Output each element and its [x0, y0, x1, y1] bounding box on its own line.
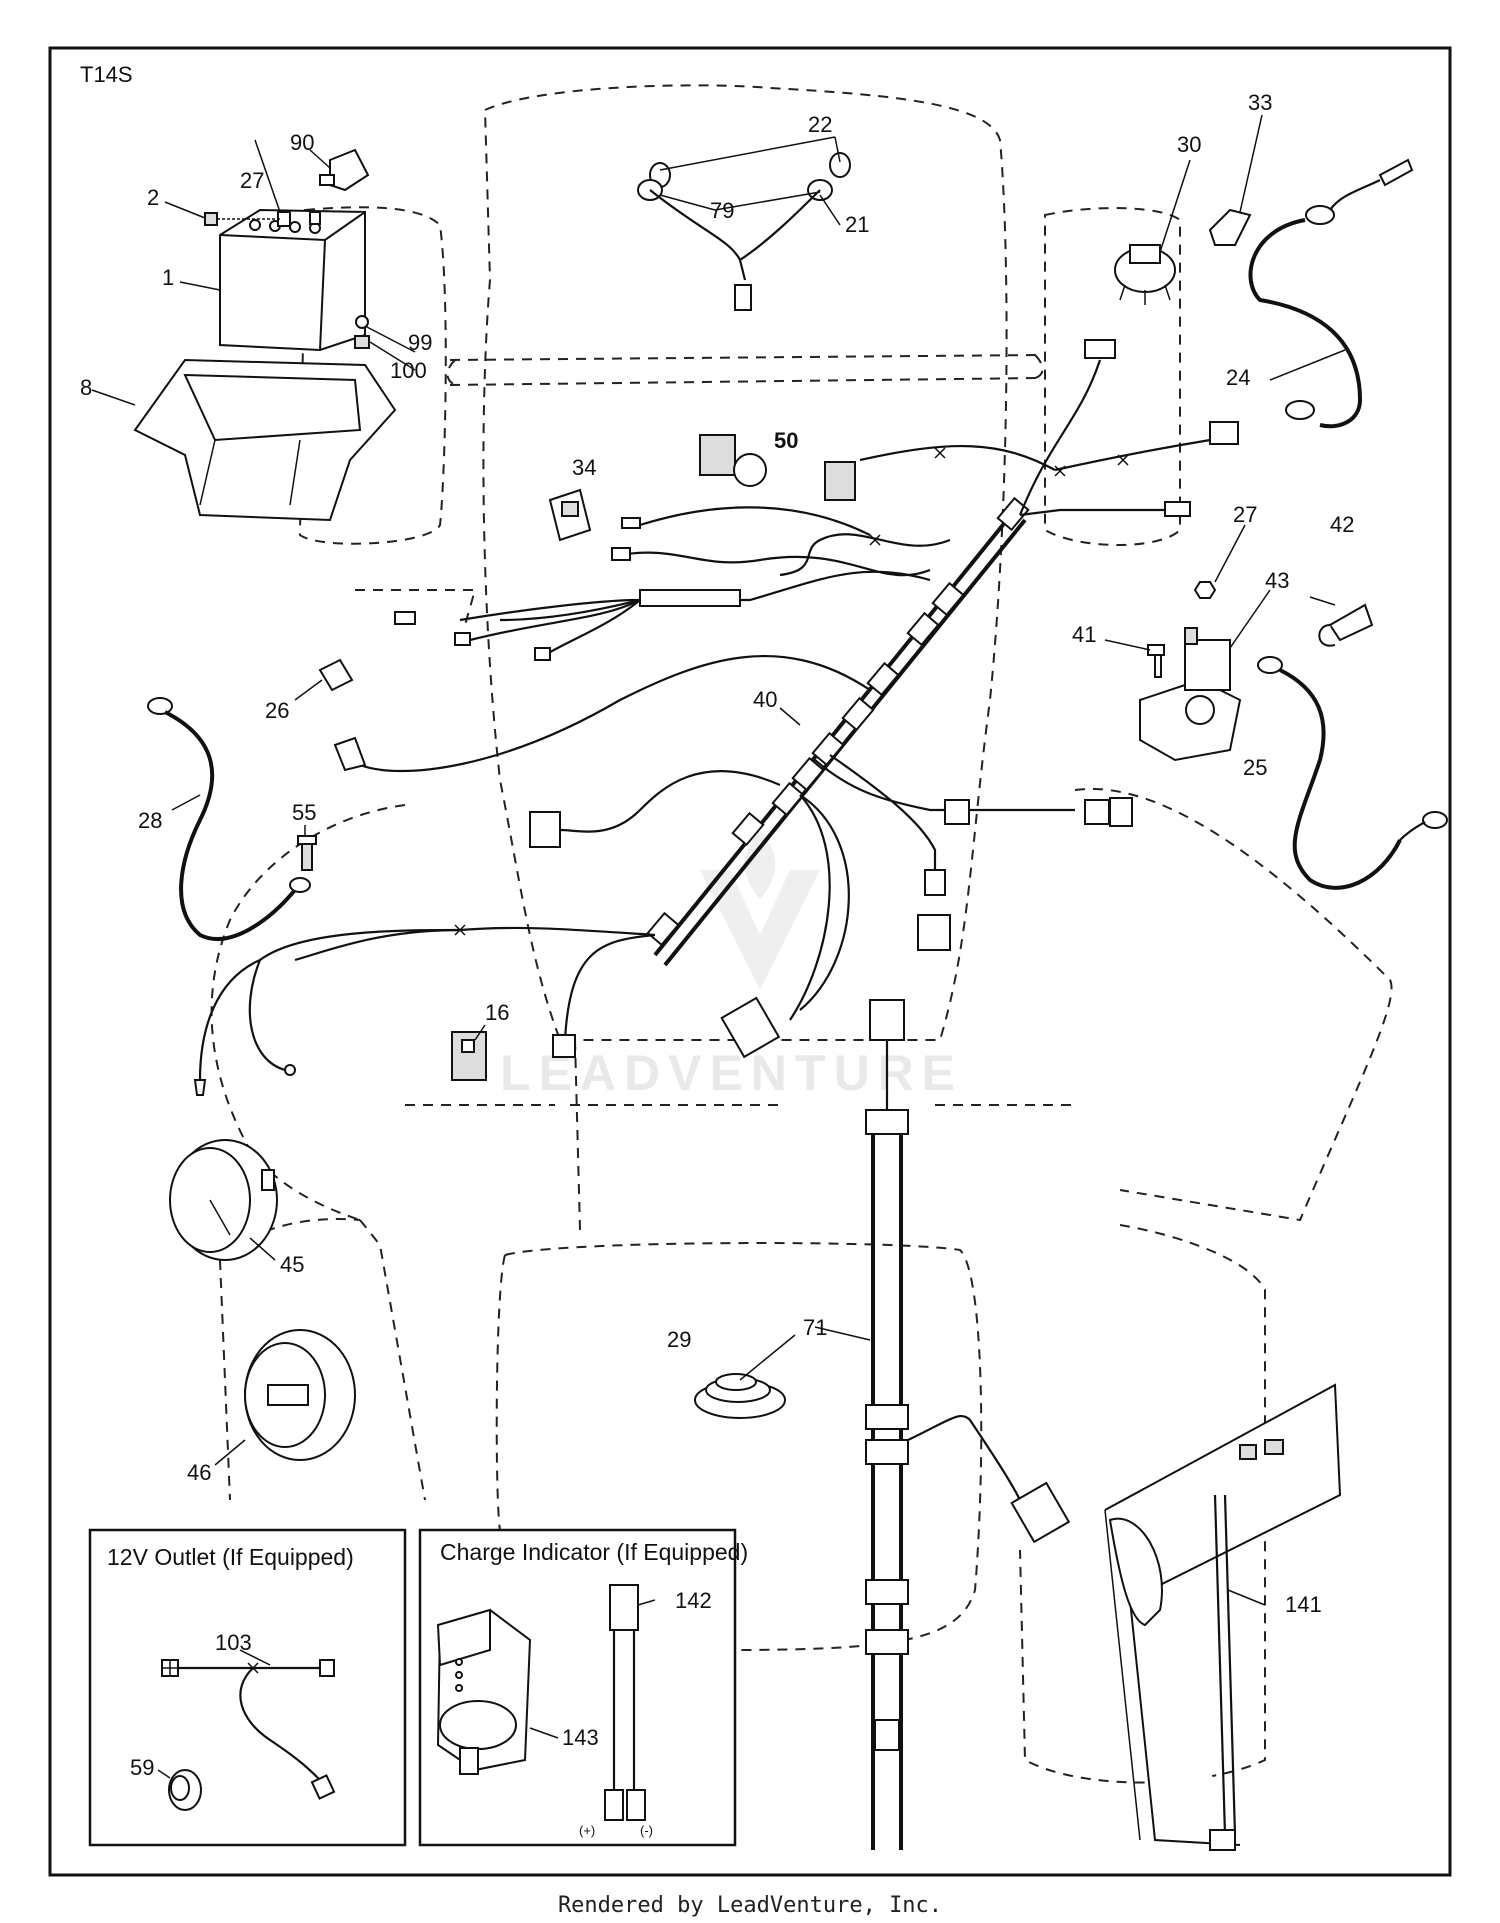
callout-24: 24 [1226, 365, 1250, 390]
callout-50: 50 [774, 428, 798, 453]
callout-46: 46 [187, 1460, 211, 1485]
relay [451, 1031, 487, 1081]
watermark: LEADVENTURE [500, 830, 955, 1101]
callout-103: 103 [215, 1630, 252, 1655]
rocker-switch [548, 488, 592, 542]
callout-21: 21 [845, 212, 869, 237]
callout-55: 55 [292, 800, 316, 825]
pto-switch [699, 434, 767, 487]
charge-indicator-box: Charge Indicator (If Equipped) (+) (-) [418, 1528, 748, 1847]
ignition-switch [1114, 244, 1176, 305]
main-harness [193, 339, 1239, 1096]
callout-25: 25 [1243, 755, 1267, 780]
callout-2: 2 [147, 185, 159, 210]
battery-tray [133, 358, 397, 522]
callout-42: 42 [1330, 512, 1354, 537]
ground-cable-28 [147, 697, 317, 941]
callout-59: 59 [130, 1755, 154, 1780]
headlight-harness [637, 152, 851, 311]
outlet-box-title: 12V Outlet (If Equipped) [107, 1544, 354, 1570]
callout-90: 90 [290, 130, 314, 155]
region-outlines [210, 84, 1393, 1784]
seat-switch-bracket [1104, 1383, 1342, 1851]
outlet-box: 12V Outlet (If Equipped) [88, 1528, 407, 1847]
footer-credit: Rendered by LeadVenture, Inc. [558, 1893, 942, 1918]
callout-45: 45 [280, 1252, 304, 1277]
ground-cable-25 [1257, 656, 1448, 890]
gauge [169, 1139, 278, 1261]
callout-1: 1 [162, 265, 174, 290]
plus-label: (+) [579, 1823, 595, 1838]
callout-34: 34 [572, 455, 596, 480]
callout-41: 41 [1072, 622, 1096, 647]
callout-28: 28 [138, 808, 162, 833]
callout-143: 143 [562, 1725, 599, 1750]
callout-142: 142 [675, 1588, 712, 1613]
diagram-code: T14S [80, 62, 133, 87]
callout-labels: 1 2 8 16 21 22 24 25 26 27 27 28 29 30 3… [80, 90, 1354, 1780]
splice-markers [454, 447, 1129, 936]
callout-43: 43 [1265, 568, 1289, 593]
callout-29: 29 [667, 1327, 691, 1352]
callout-33: 33 [1248, 90, 1272, 115]
diagram-border [48, 46, 1452, 1877]
callout-27b: 27 [1233, 502, 1257, 527]
callout-40: 40 [753, 687, 777, 712]
callout-8: 8 [80, 375, 92, 400]
callout-leaders [91, 114, 1346, 1779]
grommet-29 [694, 1373, 786, 1419]
charge-box-title: Charge Indicator (If Equipped) [440, 1539, 748, 1565]
callout-26: 26 [265, 698, 289, 723]
key [1208, 208, 1252, 246]
battery [219, 208, 366, 352]
minus-label: (-) [640, 1823, 653, 1838]
callout-22: 22 [808, 112, 832, 137]
callout-141: 141 [1285, 1592, 1322, 1617]
callout-99: 99 [408, 330, 432, 355]
starter-solenoid [1139, 581, 1374, 762]
callout-71: 71 [803, 1315, 827, 1340]
callout-30: 30 [1177, 132, 1201, 157]
rear-harness [865, 999, 1071, 1850]
battery-hardware [204, 148, 370, 349]
battery-cable-24 [1248, 158, 1414, 429]
fuse [318, 658, 354, 692]
hour-meter [244, 1329, 356, 1461]
callout-27a: 27 [240, 168, 264, 193]
callout-100: 100 [390, 358, 427, 383]
callout-16: 16 [485, 1000, 509, 1025]
callout-79: 79 [710, 198, 734, 223]
